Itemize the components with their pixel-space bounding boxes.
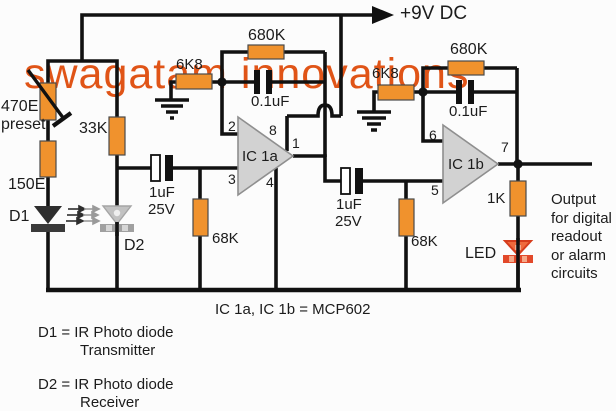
wire-left-branch — [46, 59, 119, 117]
r6k8a-label: 6K8 — [176, 56, 203, 73]
ground-symbol-2 — [357, 110, 391, 132]
c1ufb-voltage-label: 25V — [335, 213, 362, 230]
ground-symbol-1 — [155, 98, 189, 120]
resistor-33k — [108, 116, 126, 156]
wire-feedback1 — [220, 50, 327, 157]
c01b-label: 0.1uF — [449, 103, 488, 120]
overlay-wires — [115, 222, 520, 292]
capacitor-1uf-a — [150, 154, 173, 182]
ic1a-pin1-label: 1 — [292, 135, 300, 151]
r680kb-label: 680K — [450, 41, 488, 58]
capacitor-01uf-b — [456, 80, 474, 104]
supply-arrowhead — [372, 6, 394, 24]
resistor-150e — [39, 140, 57, 178]
output-note-line: for digital — [551, 209, 612, 227]
output-note-line: readout — [551, 228, 602, 245]
d1-label: D1 — [9, 208, 30, 225]
junction-dots — [217, 77, 523, 169]
opamps — [237, 115, 500, 205]
d1-note-line1: D1 = IR Photo diode — [38, 324, 174, 341]
diode-d1 — [31, 204, 87, 232]
resistors — [39, 44, 527, 237]
r6k8b-label: 6K8 — [372, 65, 399, 82]
wire-top-rail — [80, 13, 373, 61]
ic1b-label: IC 1b — [448, 156, 484, 173]
ic1a-pin4-label: 4 — [266, 174, 274, 190]
r1k-label: 1K — [487, 190, 506, 207]
r150-label: 150E — [8, 176, 46, 193]
supply-label: +9V DC — [400, 3, 468, 24]
output-note-line: or alarm — [551, 246, 607, 264]
preset-value-label: 470E — [1, 98, 39, 115]
preset-arrow — [26, 68, 73, 128]
c1ufa-value-label: 1uF — [149, 184, 175, 201]
wires — [46, 13, 592, 293]
resistor-680k-a — [247, 44, 285, 60]
ic1a-label: IC 1a — [242, 148, 278, 165]
output-note-line: Output — [551, 191, 597, 208]
junction-dot-2 — [418, 87, 428, 97]
c01a-label: 0.1uF — [251, 93, 290, 110]
wire-vdd-riser — [285, 15, 343, 151]
d2-note-line2: Receiver — [80, 394, 140, 411]
ic1a-pin8-label: 8 — [269, 122, 277, 138]
led-label: LED — [465, 245, 497, 262]
ic-note: IC 1a, IC 1b = MCP602 — [215, 301, 371, 318]
junction-dot-1 — [217, 77, 227, 87]
diode-d2 — [83, 204, 134, 232]
ic1a-pin2-label: 2 — [228, 118, 236, 134]
opamp-ic1b — [442, 123, 500, 205]
ic1b-pin6-label: 6 — [429, 127, 437, 143]
c1ufa-voltage-label: 25V — [148, 201, 175, 218]
r68kb-label: 68K — [411, 233, 438, 250]
resistor-68k-a — [192, 198, 209, 237]
resistor-1k — [509, 180, 527, 217]
d2-label: D2 — [124, 237, 145, 254]
ic1b-pin7-label: 7 — [501, 139, 509, 155]
resistor-680k-b — [447, 60, 485, 76]
output-note-line: circuits — [551, 265, 598, 282]
preset-caption-label: preset — [1, 116, 46, 133]
r680ka-label: 680K — [248, 27, 286, 44]
c1ufb-value-label: 1uF — [336, 196, 362, 213]
junction-dot-3 — [513, 159, 523, 169]
resistor-6k8-b — [377, 84, 415, 101]
wire-feedback2 — [421, 66, 519, 165]
resistor-68k-b — [398, 198, 415, 237]
r33k-label: 33K — [79, 120, 108, 137]
r68ka-label: 68K — [212, 230, 239, 247]
capacitor-01uf-a — [254, 70, 272, 94]
wire-out1 — [293, 154, 443, 183]
ic1a-pin3-label: 3 — [228, 171, 236, 187]
ic1b-pin5-label: 5 — [431, 182, 439, 198]
d2-note-line1: D2 = IR Photo diode — [38, 376, 174, 393]
resistor-6k8-a — [175, 73, 213, 90]
d1-note-line2: Transmitter — [80, 342, 156, 359]
opamp-ic1a — [237, 115, 295, 197]
capacitor-1uf-b — [340, 167, 363, 195]
output-note: Output for digital readout or alarm circ… — [551, 191, 612, 284]
